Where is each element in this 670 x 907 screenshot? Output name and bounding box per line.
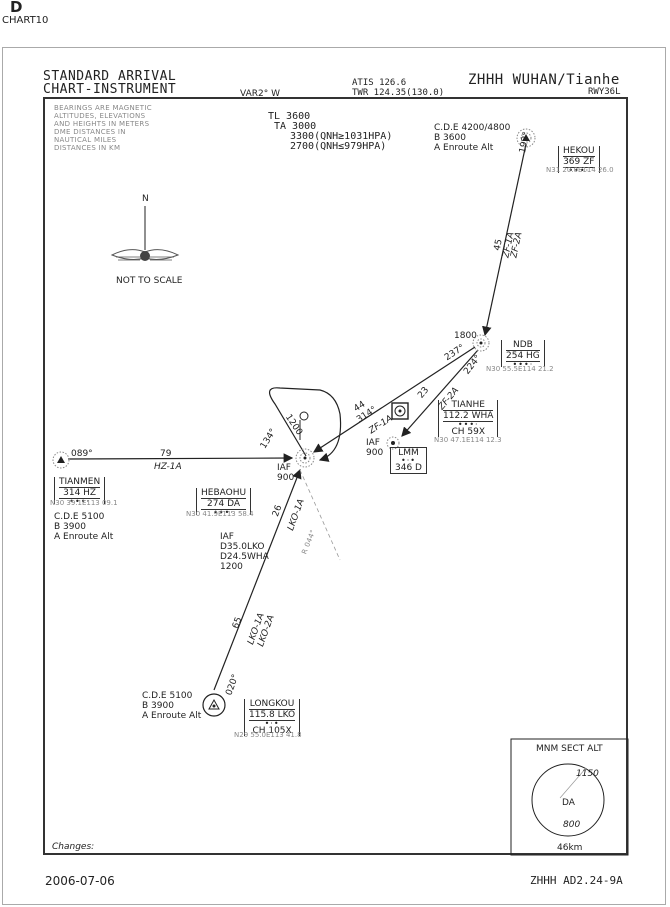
hg-ndb-symbol-icon [472,334,490,352]
longkou-navaid-box[interactable]: LONGKOU 115.8 LKO •·• CH 105X [244,699,301,736]
runway-designator: RWY36L [588,87,621,97]
hekou-navaid-box[interactable]: HEKOU 369 ZF •••· [558,146,600,175]
hebaohu-coordinates: N30 41.9E113 58.4 [186,510,254,518]
changes-label: Changes: [52,842,95,852]
page-frame [2,47,666,905]
route-ndb-lmm [401,349,479,437]
tianhe-navaid-box[interactable]: TIANHE 112.2 WHA •••· CH 59X [438,400,499,437]
msa-circle [531,763,605,837]
lko-iaf-block: IAF D35.0LKO D24.5WHA 1200 [220,532,269,572]
tower-frequency: TWR 124.35(130.0) [352,88,445,98]
radial-r044 [299,469,341,561]
tianmen-coordinates: N30 39.1E113 09.1 [50,499,118,507]
longkou-vor-symbol-icon [202,693,226,717]
hekou-coordinates: N31 20.0E114 26.0 [546,166,614,174]
iaf-da-label: IAF 900 [277,463,295,483]
route-ndb-iaf [312,346,476,453]
da-ndb-symbol-icon [295,448,315,468]
map-frame [43,97,628,855]
lmm-iaf-label: IAF 900 [366,438,384,458]
chart-date: 2006-07-06 [45,874,115,888]
route-label-hz1a: HZ-1A [154,462,182,472]
chart-notes: BEARINGS ARE MAGNETIC ALTITUDES, ELEVATI… [54,104,152,152]
msa-altitude-800: 800 [563,820,581,830]
route-tianmen-iaf [67,453,294,463]
hekou-altitudes: C.D.E 4200/4800 B 3600 A Enroute Alt [434,123,511,153]
not-to-scale-label: NOT TO SCALE [116,276,183,286]
holding-fix-icon [299,411,309,421]
airport-name: ZHHH WUHAN/Tianhe [468,72,620,88]
compass-rose-icon [110,206,180,261]
hekou-ndb-symbol-icon [516,128,536,148]
longkou-coordinates: N29 55.0E113 41.8 [234,731,302,739]
north-label: N [142,194,149,204]
corner-letter: D [10,0,23,16]
msa-title: MNM SECT ALT [536,744,603,754]
hg-navaid-box[interactable]: NDB 254 HG •••· [501,340,545,369]
chart-reference: ZHHH AD2.24-9A [530,874,623,887]
atis-frequency: ATIS 126.6 [352,78,407,88]
lmm-symbol-icon [386,436,400,450]
tianhe-coordinates: N30 47.1E114 12.3 [434,436,502,444]
route-hekou-ndb [482,143,527,337]
msa-radius: 46km [557,843,583,853]
msa-altitude-1150: 1150 [576,769,599,779]
route-longkou-iaf [213,468,302,691]
tianmen-ndb-symbol-icon [52,451,70,469]
chart-title-line2: CHART-INSTRUMENT [43,82,177,97]
tianmen-altitudes: C.D.E 5100 B 3900 A Enroute Alt [54,512,114,542]
hebaohu-navaid-box[interactable]: HEBAOHU 274 DA •••· [196,488,252,517]
holding-pattern [269,387,342,462]
lmm-navaid-box[interactable]: LMM •·• 346 D [390,447,427,474]
hg-coordinates: N30 55.5E114 21.2 [486,365,554,373]
ndb-altitude: 1800 [454,331,477,341]
transition-level-block: TL 3600 TA 3000 3300(QNH≥1031HPA) 2700(Q… [268,111,393,152]
magnetic-variation: VAR2° W [240,89,280,99]
chart-title-line1: STANDARD ARRIVAL [43,69,177,84]
tianmen-distance: 79 [160,449,172,459]
chart-number: CHART10 [2,15,49,26]
tianhe-vor-symbol-icon [391,402,409,420]
tianmen-bearing: 089° [71,449,93,459]
msa-center: DA [562,798,575,808]
tianmen-navaid-box[interactable]: TIANMEN 314 HZ •••· [54,477,106,506]
longkou-altitudes: C.D.E 5100 B 3900 A Enroute Alt [142,691,202,721]
